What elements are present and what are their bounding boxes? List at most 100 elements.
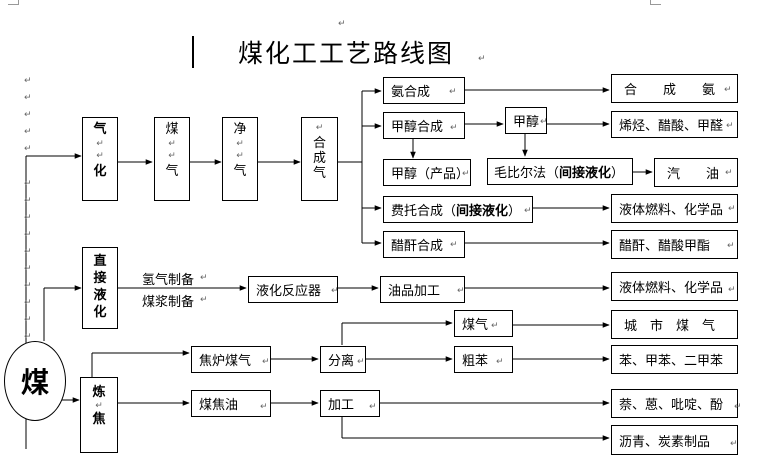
paragraph-mark: ↵ <box>96 151 104 161</box>
clean-gas-box: 净 ↵ ↵ 气 <box>222 117 258 201</box>
clean-gas-char-2: 气 <box>233 164 247 179</box>
paragraph-mark: ↵ <box>728 204 736 214</box>
ft-synthesis-label-end: ） <box>508 204 522 219</box>
product-ammonia-box: 合 成 氨 <box>611 74 738 103</box>
processing-box: 加工 <box>320 390 380 417</box>
coking-char-2: 焦 <box>92 412 106 427</box>
paragraph-mark: ↵ <box>369 402 377 412</box>
paragraph-mark: ↵ <box>478 54 486 64</box>
page-corner-mark-left <box>8 0 19 5</box>
paragraph-mark: ↵ <box>24 281 32 291</box>
coke-oven-gas-box: 焦炉煤气 <box>191 346 271 373</box>
paragraph-mark: ↵ <box>24 332 32 342</box>
product-liquid-fuel-box-1: 液体燃料、化学品 <box>611 194 738 223</box>
paragraph-mark: ↵ <box>168 151 176 161</box>
paragraph-mark: ↵ <box>725 168 733 178</box>
crude-benzene-label: 粗苯 <box>462 354 489 369</box>
gasification-char-2: 化 <box>93 164 107 179</box>
crude-benzene-box: 粗苯 <box>454 346 513 373</box>
paragraph-mark: ↵ <box>24 76 32 86</box>
processing-label: 加工 <box>328 398 355 413</box>
syngas-char-3: 气 <box>312 166 326 181</box>
paragraph-mark: ↵ <box>724 85 732 95</box>
coal-tar-label: 煤焦油 <box>199 398 239 413</box>
diagram-title: 煤化工工艺路线图 <box>238 39 455 68</box>
coal-gas-char-1: 煤 <box>165 122 179 137</box>
product-naphthalene-label: 萘、蒽、吡啶、酚 <box>619 398 724 413</box>
gas-label: 煤气 <box>462 318 489 333</box>
product-olefins-label: 烯烃、醋酸、甲醛 <box>619 119 724 134</box>
paragraph-mark: ↵ <box>24 230 32 240</box>
paragraph-mark: ↵ <box>236 151 244 161</box>
syngas-char-2: 成 <box>312 151 326 166</box>
methanol-label: 甲醇 <box>513 115 540 130</box>
paragraph-mark: ↵ <box>315 123 324 133</box>
direct-liquefaction-box: 直 接 液 化 <box>82 247 118 329</box>
product-liquid-fuel-label-2: 液体燃料、化学品 <box>619 281 724 296</box>
ft-synthesis-label-bold: 间接液化 <box>456 204 509 219</box>
paragraph-mark: ↵ <box>728 285 736 295</box>
paragraph-mark: ↵ <box>200 273 208 283</box>
anhydride-synthesis-label: 醋酐合成 <box>391 239 444 254</box>
coking-char-1: 炼 <box>92 385 106 400</box>
separation-label: 分离 <box>328 354 355 369</box>
product-anhydride-box: 醋酐、醋酸甲酯 <box>611 230 738 259</box>
mobil-process-label-bold: 间接液化 <box>559 166 612 181</box>
product-ammonia-label: 合 成 氨 <box>624 83 716 98</box>
clean-gas-char-1: 净 <box>233 122 247 137</box>
direct-liquefaction-char-1: 直 <box>93 254 107 269</box>
product-anhydride-label: 醋酐、醋酸甲酯 <box>619 239 711 254</box>
paragraph-mark: ↵ <box>24 247 32 257</box>
product-pitch-label: 沥青、炭素制品 <box>619 434 711 450</box>
direct-liquefaction-char-2: 接 <box>93 271 107 286</box>
ammonia-synthesis-box: 氨合成 <box>383 77 465 104</box>
coal-gas-box: 煤 ↵ ↵ 气 <box>154 117 190 201</box>
methanol-synthesis-box: 甲醇合成 <box>383 112 465 139</box>
paragraph-mark: ↵ <box>236 139 244 149</box>
gas-box: 煤气 <box>454 310 513 337</box>
paragraph-mark: ↵ <box>449 87 457 97</box>
paragraph-mark: ↵ <box>540 117 548 127</box>
paragraph-mark: ↵ <box>727 241 735 251</box>
paragraph-mark: ↵ <box>24 179 32 189</box>
paragraph-mark: ↵ <box>491 321 499 331</box>
product-pitch-box: 沥青、炭素制品 <box>611 425 738 455</box>
page-corner-mark-right <box>650 0 661 5</box>
methanol-box: 甲醇 <box>505 107 547 134</box>
product-gasoline-box: 汽 油 <box>654 158 738 187</box>
paragraph-mark: ↵ <box>450 123 458 133</box>
gasification-box: 气 ↵ ↵ 化 <box>82 117 118 201</box>
mobil-process-box: 毛比尔法（间接液化） <box>487 158 633 185</box>
ammonia-synthesis-label: 氨合成 <box>391 85 431 100</box>
paragraph-mark: ↵ <box>457 286 465 296</box>
product-gasoline-label: 汽 油 <box>667 167 720 182</box>
paragraph-mark: ↵ <box>450 240 458 250</box>
separation-box: 分离 <box>320 346 366 373</box>
paragraph-mark: ↵ <box>24 196 32 206</box>
mobil-process-label: 毛比尔法（ <box>494 166 560 181</box>
ft-synthesis-label: 费托合成（ <box>391 204 457 219</box>
paragraph-mark: ↵ <box>24 213 32 223</box>
paragraph-mark: ↵ <box>730 439 738 449</box>
syngas-char-1: 合 <box>312 136 326 151</box>
paragraph-mark: ↵ <box>260 402 268 412</box>
mobil-process-label-end: ） <box>611 166 625 181</box>
product-benzene-label: 苯、甲苯、二甲苯 <box>619 354 724 369</box>
oil-processing-box: 油品加工 <box>380 276 465 303</box>
paragraph-mark: ↵ <box>96 139 104 149</box>
product-city-gas-box: 城 市 煤 气 <box>611 310 738 339</box>
paragraph-mark: ↵ <box>95 401 103 411</box>
product-benzene-box: 苯、甲苯、二甲苯 <box>611 345 738 374</box>
paragraph-mark: ↵ <box>24 264 32 274</box>
methanol-product-box: 甲醇（产品） <box>383 159 471 186</box>
paragraph-mark: ↵ <box>168 139 176 149</box>
methanol-synthesis-label: 甲醇合成 <box>391 120 444 135</box>
product-city-gas-label: 城 市 煤 气 <box>624 319 716 334</box>
coking-box: 炼 ↵ 焦 <box>80 377 118 453</box>
paragraph-mark: ↵ <box>496 357 504 367</box>
paragraph-mark: ↵ <box>338 19 346 29</box>
anhydride-synthesis-box: 醋酐合成 <box>383 231 465 258</box>
direct-liquefaction-char-3: 液 <box>93 288 107 303</box>
paragraph-mark: ↵ <box>726 121 734 131</box>
